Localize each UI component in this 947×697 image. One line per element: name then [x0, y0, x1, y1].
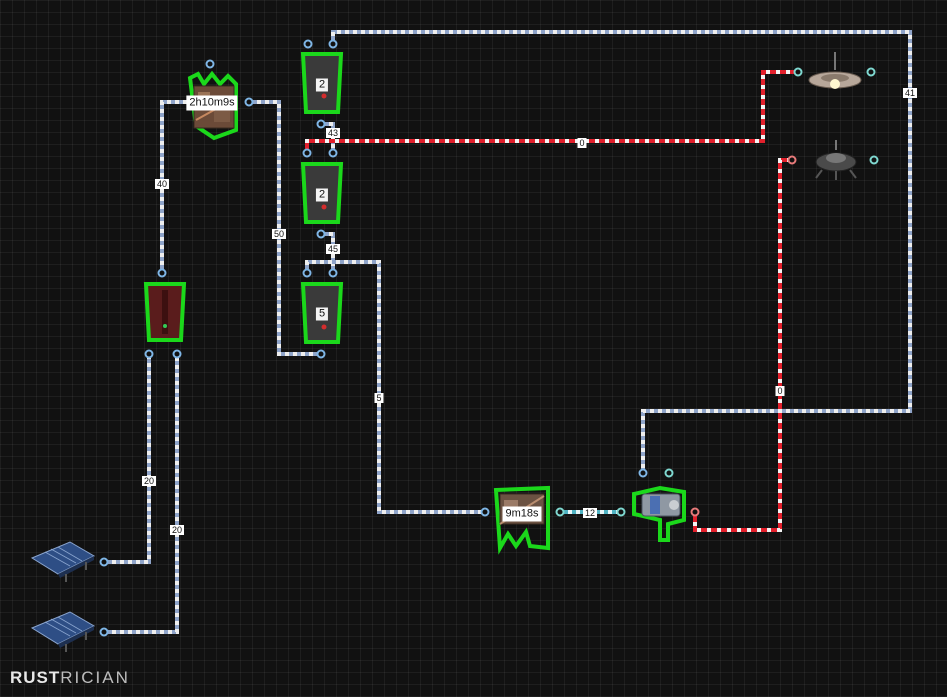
- battery-2-value: 2: [315, 188, 329, 202]
- wire-label-40: 40: [154, 179, 170, 189]
- port[interactable]: [664, 468, 674, 478]
- logo-thin: RICIAN: [60, 668, 130, 687]
- battery-3-value: 5: [315, 307, 329, 321]
- wire-label-45: 45: [325, 244, 341, 254]
- wire-label-20-b: 20: [169, 525, 185, 535]
- ceiling-light[interactable]: [808, 52, 862, 89]
- wire-red-pump-to-turret[interactable]: [693, 158, 792, 532]
- wire-solar2-to-battery[interactable]: [104, 354, 179, 634]
- port[interactable]: [303, 39, 313, 49]
- water-pump[interactable]: [632, 485, 686, 542]
- battery-1-value: 2: [315, 78, 329, 92]
- wire-battery-to-generator[interactable]: [160, 100, 190, 273]
- wire-label-0-top: 0: [577, 138, 587, 148]
- port[interactable]: [316, 229, 326, 239]
- auto-turret[interactable]: [815, 140, 857, 180]
- port[interactable]: [690, 507, 700, 517]
- wire-label-43: 43: [325, 128, 341, 138]
- wire-label-0-right: 0: [775, 386, 785, 396]
- port[interactable]: [638, 468, 648, 478]
- wire-generator-to-battery3[interactable]: [249, 100, 321, 356]
- port[interactable]: [157, 268, 167, 278]
- port[interactable]: [480, 507, 490, 517]
- port[interactable]: [99, 557, 109, 567]
- wire-label-20-a: 20: [141, 476, 157, 486]
- wire-solar1-to-battery[interactable]: [104, 354, 151, 564]
- red-wires: [305, 70, 798, 532]
- port[interactable]: [869, 155, 879, 165]
- port[interactable]: [144, 349, 154, 359]
- wire-top-loop[interactable]: [331, 30, 912, 473]
- ports: [99, 39, 879, 637]
- port[interactable]: [787, 155, 797, 165]
- wire-label-41: 41: [902, 88, 918, 98]
- port[interactable]: [302, 148, 312, 158]
- port[interactable]: [616, 507, 626, 517]
- wire-label-12: 12: [582, 508, 598, 518]
- port[interactable]: [555, 507, 565, 517]
- wire-label-5: 5: [374, 393, 384, 403]
- battery-left[interactable]: [143, 282, 187, 342]
- solar-panel-2[interactable]: [30, 611, 96, 652]
- port[interactable]: [316, 119, 326, 129]
- port[interactable]: [205, 59, 215, 69]
- port[interactable]: [99, 627, 109, 637]
- wire-label-50: 50: [271, 229, 287, 239]
- rustrician-logo: RUSTRICIAN: [10, 668, 130, 688]
- generator-top-timer: 2h10m9s: [186, 95, 238, 111]
- wire-red-battery2-to-light[interactable]: [305, 70, 798, 153]
- port[interactable]: [866, 67, 876, 77]
- port[interactable]: [328, 268, 338, 278]
- wire-battery3-to-generator2[interactable]: [305, 260, 485, 514]
- port[interactable]: [328, 148, 338, 158]
- wires: [104, 30, 912, 634]
- generator-bottom-timer: 9m18s: [502, 506, 542, 522]
- logo-bold: RUST: [10, 668, 61, 687]
- solar-panel-1[interactable]: [30, 541, 96, 582]
- port[interactable]: [172, 349, 182, 359]
- port[interactable]: [328, 39, 338, 49]
- port[interactable]: [793, 67, 803, 77]
- port[interactable]: [244, 97, 254, 107]
- port[interactable]: [302, 268, 312, 278]
- port[interactable]: [316, 349, 326, 359]
